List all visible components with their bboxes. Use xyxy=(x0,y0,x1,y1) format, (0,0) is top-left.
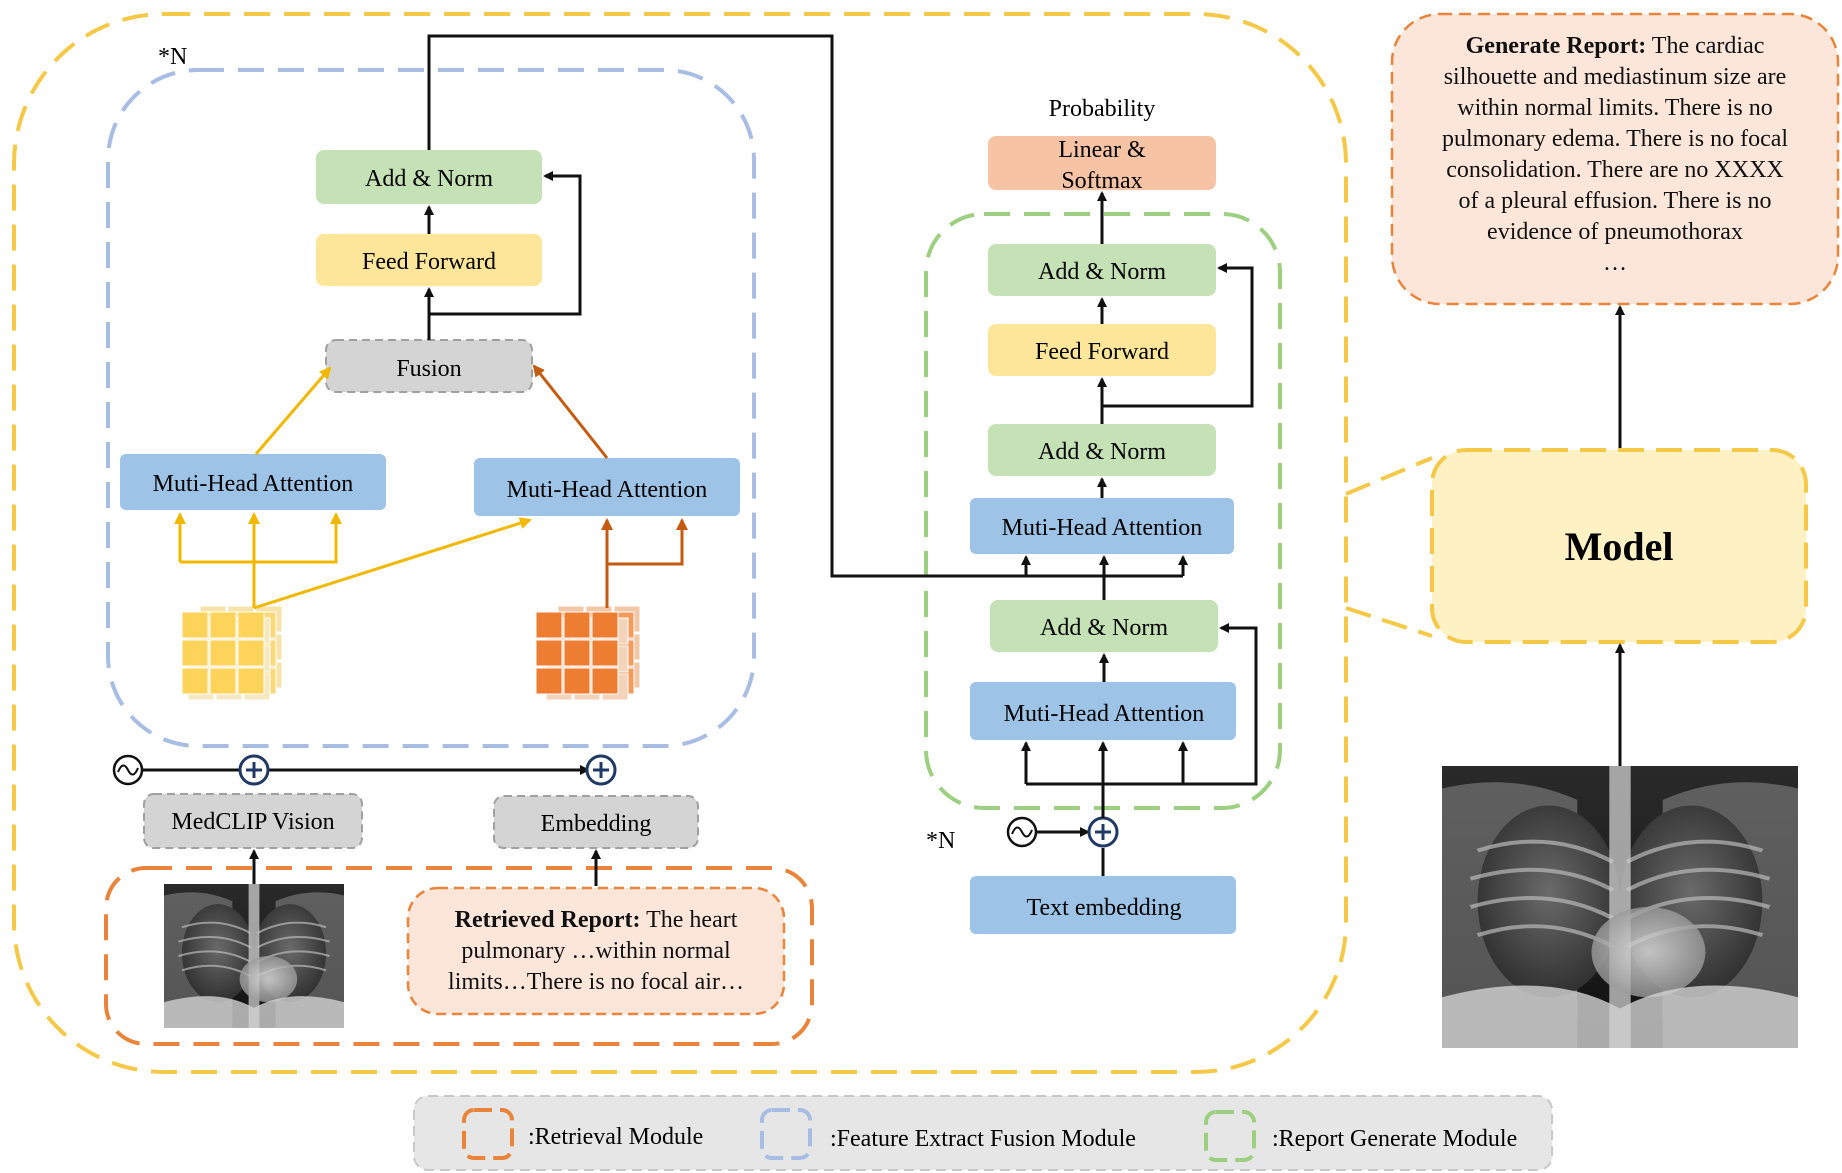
retrieved-report-line-2: pulmonary …within normal xyxy=(461,938,731,964)
generated-report-line-6: of a pleural effusion. There is no xyxy=(1458,188,1772,214)
legend-panel xyxy=(413,1095,1553,1171)
decoder-add-norm-top-label: Add & Norm xyxy=(1038,259,1166,285)
feature-fusion-module-frame xyxy=(106,68,756,748)
decoder-arrows xyxy=(1021,191,1258,876)
fusion-label: Fusion xyxy=(396,356,461,382)
model-box xyxy=(1430,448,1808,644)
decoder-add-norm-mid-box xyxy=(988,424,1216,476)
chest-xray-image-large xyxy=(1442,766,1798,1048)
legend-retrieval-label: :Retrieval Module xyxy=(528,1124,703,1150)
image-feature-grid xyxy=(181,605,283,701)
circled-plus-icon xyxy=(238,754,270,786)
decoder-feed-forward-label: Feed Forward xyxy=(1035,339,1169,365)
retrieved-report-text: Retrieved Report: The heart pulmonary …w… xyxy=(410,905,782,998)
medclip-vision-label: MedCLIP Vision xyxy=(171,809,334,835)
generated-report-line-3: within normal limits. There is no xyxy=(1457,95,1773,121)
image-feature-arrows xyxy=(174,512,532,610)
circled-plus-icon xyxy=(1087,816,1119,848)
legend-retrieval-swatch xyxy=(462,1108,514,1160)
encoder-mha-right-label: Muti-Head Attention xyxy=(507,477,708,503)
legend-report-label: :Report Generate Module xyxy=(1272,1126,1517,1152)
outer-model-frame xyxy=(12,12,1348,1074)
retrieved-report-box xyxy=(406,886,786,1016)
generated-report-text: Generate Report: The cardiac silhouette … xyxy=(1398,31,1832,279)
linear-softmax-box xyxy=(988,136,1216,190)
text-feature-grid xyxy=(535,605,641,701)
decoder-mha-self-box xyxy=(970,682,1236,740)
generated-report-line-5: consolidation. There are no XXXX xyxy=(1446,157,1784,183)
encoder-to-decoder-connection xyxy=(427,34,1183,578)
encoder-mha-left-label: Muti-Head Attention xyxy=(153,471,354,497)
text-embedding-label: Text embedding xyxy=(1027,895,1182,921)
text-embedding-box xyxy=(970,876,1236,934)
probability-label: Probability xyxy=(1049,96,1156,122)
sine-wave-icon xyxy=(112,754,144,786)
generated-report-line-7: evidence of pneumothorax xyxy=(1487,219,1743,245)
sine-wave-icon xyxy=(1006,816,1038,848)
embedding-box xyxy=(493,795,699,849)
legend-fusion-label: :Feature Extract Fusion Module xyxy=(830,1126,1136,1152)
generated-report-line-1: Generate Report: The cardiac xyxy=(1465,33,1765,59)
linear-softmax-label-line2: Softmax xyxy=(1061,168,1142,194)
model-label: Model xyxy=(1565,524,1674,569)
decoder-add-norm-mid-label: Add & Norm xyxy=(1038,439,1166,465)
decoder-add-norm-low-label: Add & Norm xyxy=(1040,615,1168,641)
generated-report-label: Generate Report: xyxy=(1465,33,1647,59)
generated-report-line-4: pulmonary edema. There is no focal xyxy=(1441,126,1789,152)
encoder-repeat-label: *N xyxy=(158,44,187,70)
chest-xray-image xyxy=(164,884,344,1028)
encoder-add-norm-box xyxy=(316,150,542,204)
retrieved-report-line-3: limits…There is no focal air… xyxy=(448,969,744,995)
decoder-mha-self-label: Muti-Head Attention xyxy=(1004,701,1205,727)
medclip-vision-box xyxy=(143,793,363,849)
encoder-add-norm-label: Add & Norm xyxy=(365,166,493,192)
encoder-mha-left-box xyxy=(120,454,386,510)
decoder-repeat-label: *N xyxy=(926,828,955,854)
retrieved-report-label: Retrieved Report: xyxy=(454,907,641,933)
encoder-residual-connection xyxy=(429,171,582,316)
encoder-feed-forward-box xyxy=(316,234,542,286)
linear-softmax-label-line1: Linear & xyxy=(1058,137,1146,163)
zoom-connector-bottom xyxy=(1345,606,1433,638)
decoder-mha-cross-box xyxy=(970,498,1234,554)
decoder-mha-cross-label: Muti-Head Attention xyxy=(1002,515,1203,541)
legend-fusion-swatch xyxy=(760,1108,812,1160)
retrieval-module-frame xyxy=(104,866,814,1046)
encoder-feed-forward-label: Feed Forward xyxy=(362,249,496,275)
decoder-feed-forward-box xyxy=(988,324,1216,376)
legend-report-swatch xyxy=(1204,1110,1256,1162)
arrow-right-mha-to-fusion xyxy=(532,364,609,459)
circled-plus-icon xyxy=(585,754,617,786)
text-feature-arrows xyxy=(601,518,688,608)
generated-report-box xyxy=(1390,12,1840,306)
zoom-connector-top xyxy=(1345,456,1433,496)
embedding-label: Embedding xyxy=(541,811,652,837)
retrieved-report-line-1: Retrieved Report: The heart xyxy=(454,907,738,933)
generated-report-line-8: … xyxy=(1603,250,1627,276)
generated-report-line-2: silhouette and mediastinum size are xyxy=(1443,64,1787,90)
arrow-left-mha-to-fusion xyxy=(254,366,332,455)
encoder-mha-right-box xyxy=(474,458,740,516)
decoder-add-norm-top-box xyxy=(988,244,1216,296)
decoder-add-norm-low-box xyxy=(990,600,1218,652)
